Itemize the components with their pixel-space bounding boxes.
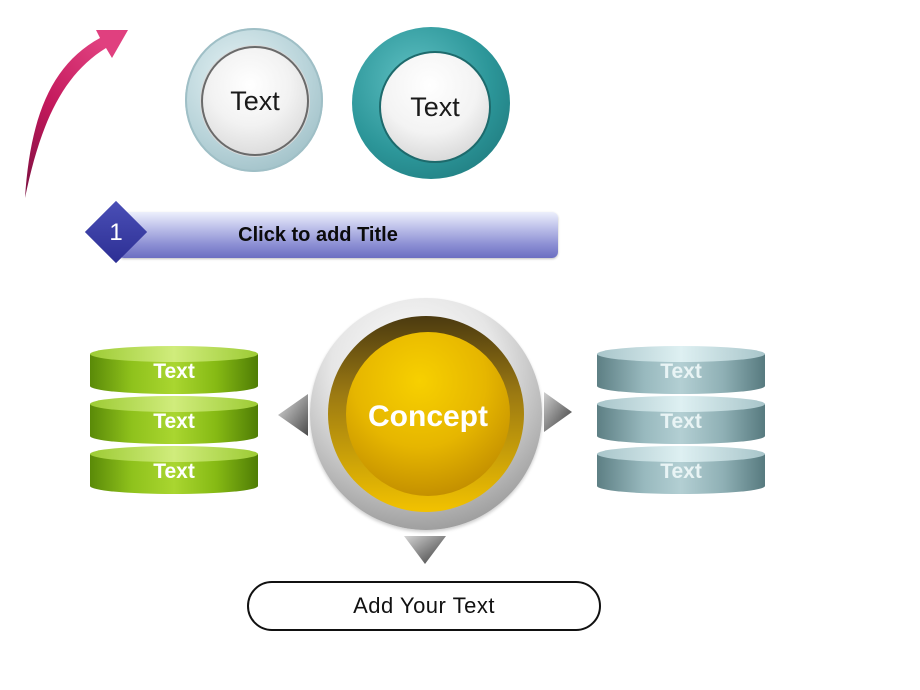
right-stack-item-3[interactable]: Text bbox=[597, 446, 765, 498]
left-triangle-icon bbox=[278, 394, 308, 436]
right-stack-label: Text bbox=[660, 410, 702, 433]
right-stack-item-2[interactable]: Text bbox=[597, 396, 765, 448]
down-triangle-icon bbox=[404, 536, 446, 564]
left-stack-item-3[interactable]: Text bbox=[90, 446, 258, 498]
right-stack-label: Text bbox=[660, 460, 702, 483]
title-bar[interactable] bbox=[118, 212, 558, 258]
button-label: Text bbox=[201, 46, 309, 156]
add-text-box[interactable]: Add Your Text bbox=[247, 581, 601, 631]
left-stack-label: Text bbox=[153, 460, 195, 483]
number-label: 1 bbox=[109, 219, 123, 246]
right-stack-label: Text bbox=[660, 360, 702, 383]
text-button-2[interactable]: Text bbox=[352, 27, 510, 179]
left-stack-label: Text bbox=[153, 360, 195, 383]
left-stack-item-1[interactable]: Text bbox=[90, 346, 258, 398]
button-label: Text bbox=[379, 51, 491, 163]
curved-arrow-icon bbox=[25, 30, 128, 198]
title-text[interactable]: Click to add Title bbox=[238, 224, 398, 246]
left-stack-label: Text bbox=[153, 410, 195, 433]
right-triangle-icon bbox=[544, 392, 572, 432]
left-stack-item-2[interactable]: Text bbox=[90, 396, 258, 448]
concept-circle[interactable]: Concept bbox=[346, 332, 510, 496]
right-stack-item-1[interactable]: Text bbox=[597, 346, 765, 398]
concept-label: Concept bbox=[368, 400, 488, 433]
text-button-1[interactable]: Text bbox=[185, 28, 323, 172]
